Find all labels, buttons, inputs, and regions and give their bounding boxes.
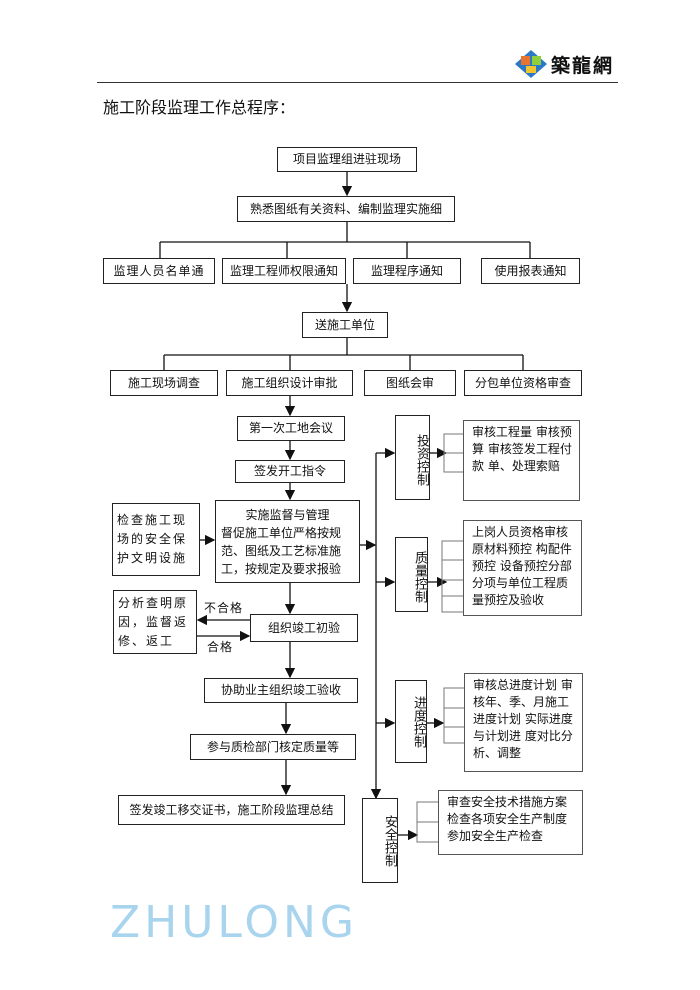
box-analyze-cause: 分析查明原因，监督返修、返工 — [113, 590, 197, 654]
box-start-order: 签发开工指令 — [235, 460, 345, 483]
label-pass: 合格 — [207, 640, 234, 654]
box-authority-notice: 监理工程师权限通知 — [222, 258, 346, 284]
supervise-title: 实施监督与管理 — [245, 507, 330, 522]
logo: 築龍網 — [513, 48, 633, 80]
box-initial-acceptance: 组织竣工初验 — [250, 614, 358, 642]
box-safety-control: 安全控制 — [362, 798, 398, 883]
box-drawing-review: 图纸会审 — [364, 370, 456, 396]
box-send-contractor: 送施工单位 — [302, 312, 388, 338]
box-forms-notice: 使用报表通知 — [481, 258, 580, 284]
box-procedure-notice: 监理程序通知 — [353, 258, 461, 284]
box-site-survey: 施工现场调查 — [110, 370, 218, 396]
schedule-control-items: 审核总进度计划 审核年、季、月施工进度计划 实际进度与计划进 度对比分析、调整 — [464, 673, 583, 772]
box-quality-control: 质量控制 — [395, 537, 428, 612]
box-familiarize: 熟悉图纸有关资料、编制监理实施细 — [237, 196, 455, 222]
logo-icon — [515, 50, 547, 78]
box-supervise: 实施监督与管理 督促施工单位严格按规范、图纸及工艺标准施工，按规定及要求报验 — [215, 500, 360, 583]
box-enter-site: 项目监理组进驻现场 — [277, 147, 417, 172]
box-safety-facilities: 检查施工现场的安全保护文明设施 — [112, 503, 200, 576]
box-schedule-control: 进度控制 — [395, 680, 427, 763]
box-subcontractor-review: 分包单位资格审查 — [464, 370, 582, 396]
header-rule — [97, 82, 618, 83]
box-first-meeting: 第一次工地会议 — [237, 416, 345, 441]
safety-facilities-text: 检查施工现场的安全保护文明设施 — [117, 513, 188, 565]
box-investment-control: 投资控制 — [395, 415, 430, 500]
watermark: ZHULONG — [110, 897, 359, 948]
supervise-body: 督促施工单位严格按规范、图纸及工艺标准施工，按规定及要求报验 — [221, 525, 342, 576]
investment-control-items: 审核工程量 审核预算 审核签发工程付款 单、处理索赔 — [463, 420, 580, 501]
box-staff-notice: 监理人员名单通 — [103, 258, 215, 284]
box-quality-rating: 参与质检部门核定质量等 — [190, 734, 356, 760]
quality-control-items: 上岗人员资格审核原材料预控 构配件预控 设备预控分部分项与单位工程质量预控及验收 — [463, 520, 582, 616]
analyze-text: 分析查明原因，监督返修、返工 — [118, 595, 189, 648]
safety-control-items: 审查安全技术措施方案检查各项安全生产制度参加安全生产检查 — [438, 790, 583, 855]
label-fail: 不合格 — [204, 601, 244, 615]
page-title: 施工阶段监理工作总程序： — [103, 98, 296, 117]
box-handover: 签发竣工移交证书，施工阶段监理总结 — [118, 795, 345, 825]
box-design-approval: 施工组织设计审批 — [226, 370, 353, 396]
logo-text: 築龍網 — [551, 55, 615, 77]
box-assist-owner: 协助业主组织竣工验收 — [204, 678, 358, 703]
